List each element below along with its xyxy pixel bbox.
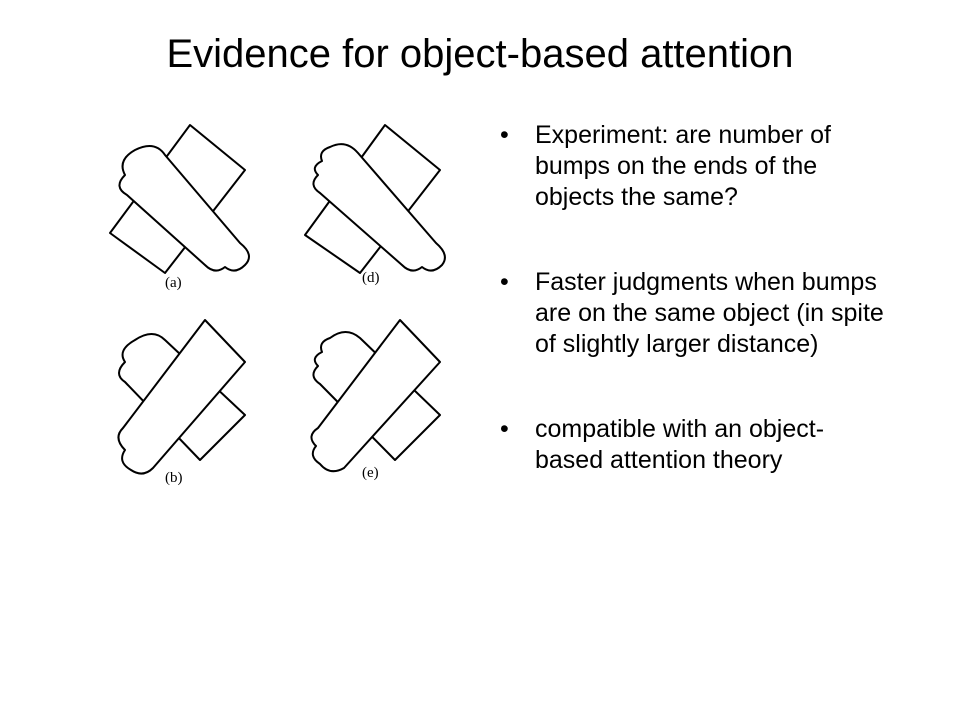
page-title: Evidence for object-based attention: [166, 32, 794, 76]
figure-panel-e: (e): [290, 310, 475, 500]
bullet-text: compatible with an object-based attentio…: [535, 415, 825, 474]
bullet-item: • compatible with an object-based attent…: [500, 414, 890, 476]
bullet-icon: •: [500, 121, 509, 149]
bullet-item: • Experiment: are number of bumps on the…: [500, 120, 890, 213]
bullet-text: Faster judgments when bumps are on the s…: [535, 268, 884, 358]
overlapping-rectangles-drawing: [304, 124, 446, 274]
stimulus-figure: (a) (d) (b) (e: [95, 115, 465, 495]
bullet-icon: •: [500, 268, 509, 296]
bullet-text: Experiment: are number of bumps on the e…: [535, 121, 831, 211]
figure-panel-a: (a): [95, 115, 280, 305]
panel-label: (b): [165, 470, 183, 486]
panel-label: (a): [165, 275, 182, 291]
panel-label: (e): [362, 465, 379, 481]
bullet-list: • Experiment: are number of bumps on the…: [500, 120, 890, 530]
figure-panel-d: (d): [290, 115, 475, 305]
overlapping-rectangles-drawing: [310, 319, 441, 473]
bullet-icon: •: [500, 415, 509, 443]
overlapping-rectangles-drawing: [109, 124, 250, 274]
bullet-item: • Faster judgments when bumps are on the…: [500, 267, 890, 360]
overlapping-rectangles-drawing: [117, 319, 246, 475]
panel-label: (d): [362, 270, 380, 286]
figure-panel-b: (b): [95, 310, 280, 500]
